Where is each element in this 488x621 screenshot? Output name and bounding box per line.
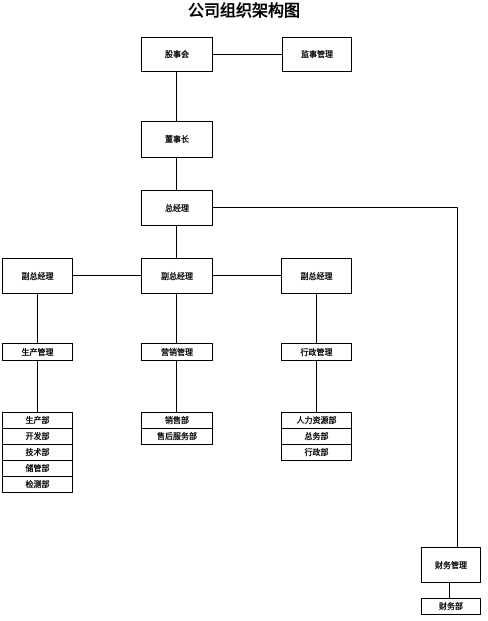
dept-item: 生产部 — [2, 412, 73, 429]
dept-item: 检测部 — [2, 476, 73, 493]
node-supervisory: 监事管理 — [282, 37, 352, 72]
dept-list-marketing: 销售部 售后服务部 — [141, 412, 213, 445]
dept-item: 财务部 — [421, 598, 481, 615]
dept-item: 开发部 — [2, 428, 73, 445]
dept-list-finance: 财务部 — [421, 598, 481, 615]
node-chairman: 董事长 — [141, 121, 213, 158]
dept-list-admin: 人力资源部 总务部 行政部 — [281, 412, 352, 461]
node-admin-mgmt: 行政管理 — [281, 343, 352, 361]
dept-item: 行政部 — [281, 444, 352, 461]
dept-item: 销售部 — [141, 412, 213, 429]
dept-item: 技术部 — [2, 444, 73, 461]
node-vp-right: 副总经理 — [281, 258, 352, 294]
node-vp-left: 副总经理 — [2, 258, 73, 294]
node-board: 股事会 — [141, 37, 213, 72]
dept-item: 人力资源部 — [281, 412, 352, 429]
chart-title: 公司组织架构图 — [187, 1, 300, 20]
dept-item: 储管部 — [2, 460, 73, 477]
node-production-mgmt: 生产管理 — [2, 343, 73, 361]
dept-item: 总务部 — [281, 428, 352, 445]
node-vp-center: 副总经理 — [141, 258, 213, 294]
node-finance-mgmt: 财务管理 — [421, 547, 481, 583]
dept-item: 售后服务部 — [141, 428, 213, 445]
dept-list-production: 生产部 开发部 技术部 储管部 检测部 — [2, 412, 73, 493]
node-general-manager: 总经理 — [141, 190, 213, 226]
node-marketing-mgmt: 营销管理 — [141, 343, 213, 361]
